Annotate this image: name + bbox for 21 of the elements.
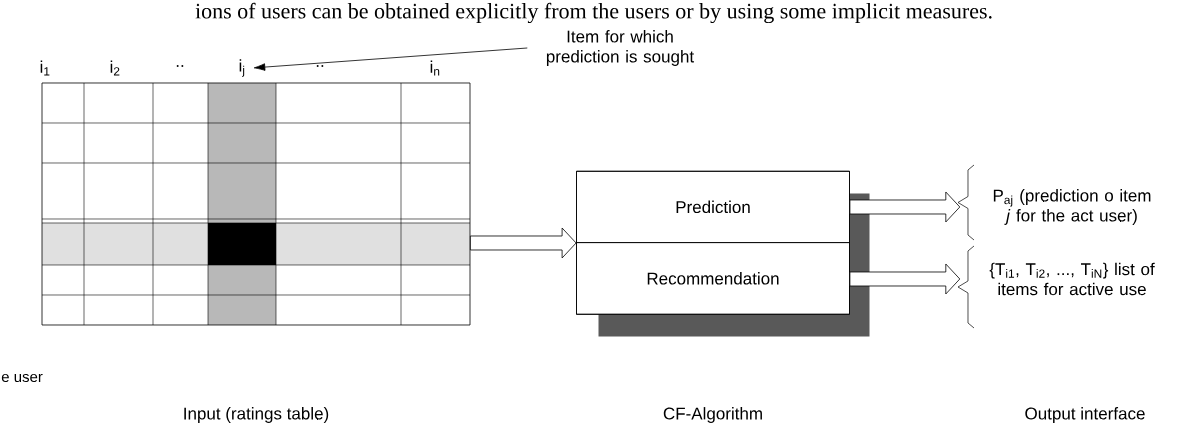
leader-line <box>253 47 528 71</box>
column-header: i$_{j}$ <box>239 59 245 77</box>
caption: Output interface <box>1025 407 1145 423</box>
caption: Input (ratings table) <box>184 407 329 423</box>
block-arrow <box>849 191 961 223</box>
column-header: i$_{n}$ <box>430 60 440 76</box>
column-header: .. <box>176 65 184 67</box>
output-text: P$_{aj}$ (prediction o item j for the act user) <box>993 189 1151 225</box>
callout-text: Item for which prediction is sought <box>546 30 694 66</box>
column-header: i$_{1}$ <box>40 60 50 76</box>
caption: CF-Algorithm <box>663 407 762 423</box>
output-text: {T$_{i1}$, T$_{i2}$, ..., T$_{iN}$} list of items for active use <box>989 262 1155 296</box>
ratings-table <box>41 82 471 326</box>
block-arrow <box>470 227 577 259</box>
row-label: e user <box>1 373 43 383</box>
body-text: ions of users can be obtained explicitly from the users or by using some implicit measures. <box>195 2 992 24</box>
column-header: .. <box>316 65 324 67</box>
block-arrow <box>849 263 961 295</box>
recommendation-box: Recommendation <box>576 242 850 315</box>
algorithm-box <box>576 171 870 337</box>
prediction-box: Prediction <box>576 170 850 243</box>
